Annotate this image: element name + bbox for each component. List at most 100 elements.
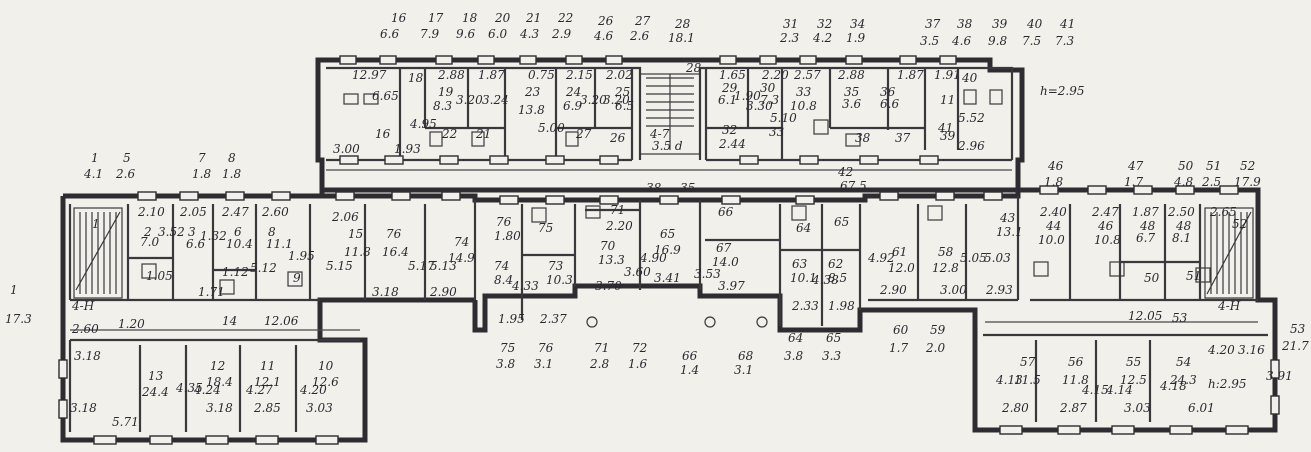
plan-label: 6.7: [1136, 231, 1155, 245]
plan-label: 74: [494, 259, 509, 273]
plan-label: 11.5: [1014, 373, 1041, 387]
plan-label: 61: [892, 245, 907, 259]
plan-label: 21.7: [1281, 339, 1309, 353]
plan-label: 52: [1232, 217, 1247, 231]
plan-label: 4-H: [71, 299, 95, 313]
plan-label: 17.9: [1234, 175, 1261, 189]
plan-label: 9: [293, 271, 301, 285]
plan-label: 1.32: [200, 229, 227, 243]
plan-label: 40: [1026, 17, 1043, 31]
plan-label: 4-H: [1217, 299, 1241, 313]
plan-label: 12.97: [352, 68, 387, 82]
plan-label: 50: [1178, 159, 1194, 173]
plan-label: 16: [375, 127, 391, 141]
plan-label: 5.52: [958, 111, 985, 125]
plan-label: 2.60: [71, 322, 99, 336]
plan-label: 6.5: [615, 99, 634, 113]
plan-label: 18.4: [206, 375, 233, 389]
plan-label: 37: [925, 17, 941, 31]
plan-label: 0.75: [528, 68, 555, 82]
plan-label: 4.24: [193, 383, 221, 397]
plan-label: 71: [594, 341, 609, 355]
windows: [58, 55, 1280, 445]
plan-label: 2.20: [761, 68, 789, 82]
plan-label: 2.3: [779, 31, 799, 45]
plan-label: 21: [525, 11, 541, 25]
plan-label: 22: [441, 127, 457, 141]
plan-label: 1.71: [198, 285, 225, 299]
plan-label: 1.9: [846, 31, 865, 45]
plan-label: 18: [408, 71, 424, 85]
plan-label: 2.47: [221, 205, 249, 219]
plan-label: 6.01: [1188, 401, 1215, 415]
plan-label: 3.16: [1238, 343, 1265, 357]
plan-label: 4.6: [951, 34, 971, 48]
plan-label: 71: [610, 203, 625, 217]
plan-label: 1.8: [1044, 175, 1063, 189]
plan-label: 17.3: [5, 312, 32, 326]
plan-label: 58: [938, 245, 954, 259]
plan-label: 2.96: [957, 139, 985, 153]
plan-label: 12.5: [1120, 373, 1147, 387]
plan-label: 32: [817, 17, 832, 31]
plan-label: 10.8: [790, 99, 817, 113]
plan-label: 13.1: [996, 225, 1023, 239]
plan-label: 26: [609, 131, 626, 145]
plan-label: 4.1: [83, 167, 103, 181]
plan-label: 39: [992, 17, 1008, 31]
plan-label: 47: [1127, 159, 1144, 173]
plan-label: 76: [538, 341, 554, 355]
plan-label: 2.02: [605, 68, 633, 82]
plan-label: 1.95: [498, 312, 525, 326]
plan-label: 1.8: [192, 167, 211, 181]
plan-label: 33: [796, 85, 812, 99]
plan-label: 1.65: [719, 68, 746, 82]
plan-label: 16: [391, 11, 407, 25]
plan-label: 1.05: [146, 269, 173, 283]
plan-label: 1: [92, 217, 100, 231]
plan-label: 5.13: [430, 259, 457, 273]
plan-label: 15: [348, 227, 363, 241]
plan-label: h=2.95: [1040, 84, 1085, 98]
plan-label: 33: [769, 125, 785, 139]
plan-label: 5.15: [326, 259, 353, 273]
plan-label: 5.17: [408, 259, 435, 273]
plan-label: 55: [1126, 355, 1141, 369]
plan-label: 3: [188, 225, 196, 239]
plan-label: 2.65: [1209, 205, 1237, 219]
plan-label: 3.52: [158, 225, 185, 239]
plan-label: 2.06: [331, 210, 359, 224]
plan-label: 27: [575, 127, 592, 141]
plan-label: 29: [721, 81, 738, 95]
plan-label: 65: [826, 331, 841, 345]
plan-label: 4.2: [812, 31, 832, 45]
plan-label: 1.91: [934, 68, 961, 82]
plan-label: 16.4: [382, 245, 409, 259]
plan-label: 7.5: [1022, 34, 1041, 48]
plan-label: 4.14: [1105, 383, 1133, 397]
plan-label: 64: [796, 221, 811, 235]
plan-label: 2.37: [539, 312, 567, 326]
plan-label: 75: [500, 341, 515, 355]
plan-label: 37: [895, 131, 911, 145]
plan-label: 62: [828, 257, 843, 271]
plan-label: 2.90: [429, 285, 457, 299]
plan-label: 28: [674, 17, 691, 31]
plan-label: 1.87: [1132, 205, 1159, 219]
plan-label: 3.18: [74, 349, 101, 363]
plan-label: 5.71: [112, 415, 139, 429]
plan-label: 19: [438, 85, 454, 99]
plan-label: 2.05: [179, 205, 207, 219]
plan-label: 3.5 d: [652, 139, 683, 153]
plan-label: 12.6: [312, 375, 339, 389]
plan-label: 31: [783, 17, 798, 31]
plan-label: 3.20: [603, 93, 630, 107]
plan-label: 8.4: [494, 273, 513, 287]
plan-label: 63: [792, 257, 808, 271]
plan-label: 65: [660, 227, 675, 241]
plan-label: 3.8: [496, 357, 515, 371]
plan-label: 2.10: [137, 205, 165, 219]
plan-label: 16.9: [654, 243, 681, 257]
plan-label: 67: [716, 241, 732, 255]
